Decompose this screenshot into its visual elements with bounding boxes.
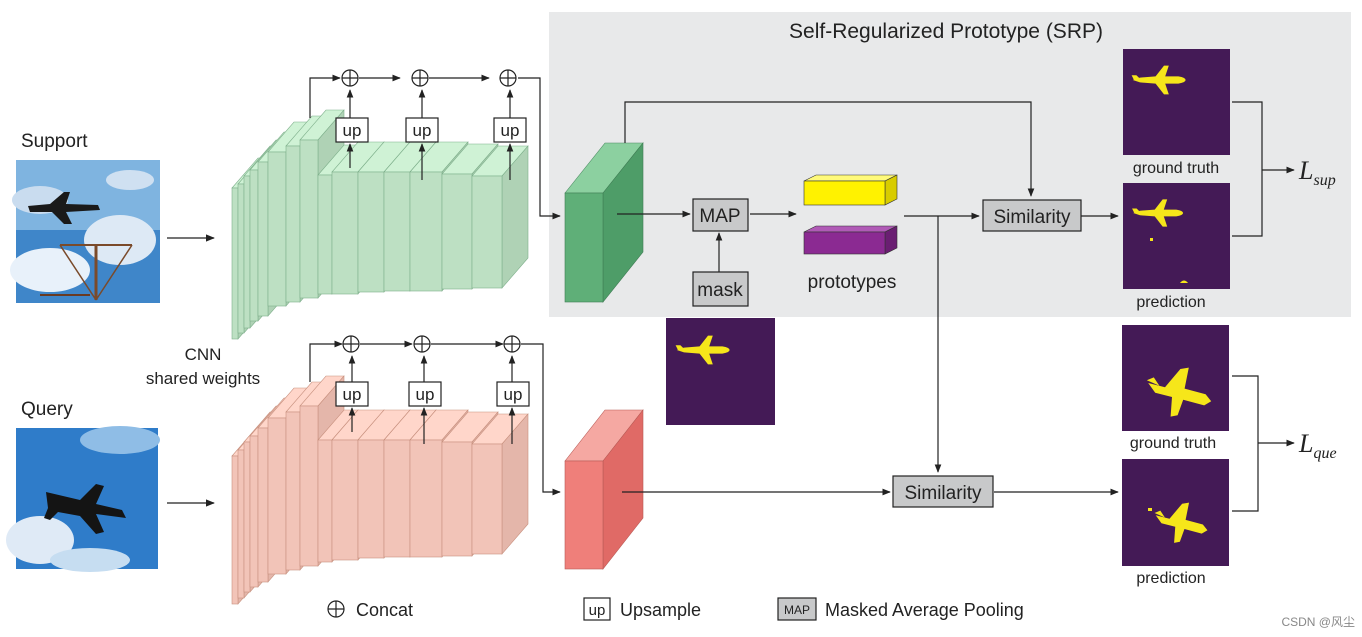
prototype-purple bbox=[803, 225, 898, 255]
up-box-label: up bbox=[416, 385, 435, 404]
prototypes-label: prototypes bbox=[808, 272, 897, 293]
support-prediction-image bbox=[1123, 183, 1230, 289]
encoder-layer bbox=[267, 417, 287, 575]
encoder-layer bbox=[441, 441, 473, 557]
support-up-boxes: up up up bbox=[335, 117, 527, 143]
encoder-layer bbox=[285, 145, 301, 303]
loss-sup-bracket bbox=[1232, 101, 1295, 237]
encoder-layer bbox=[249, 169, 259, 322]
loss-sup-label: Lsup bbox=[1298, 156, 1336, 189]
support-mask-image bbox=[666, 318, 775, 425]
encoder-layer bbox=[357, 171, 385, 293]
support-label: Support bbox=[21, 131, 88, 152]
legend-up-box: up bbox=[589, 602, 606, 619]
cnn-label: CNN bbox=[185, 345, 222, 364]
encoder-layer bbox=[267, 151, 287, 307]
map-label: MAP bbox=[699, 206, 740, 227]
legend-concat-label: Concat bbox=[356, 600, 413, 620]
support-ground-truth-label: ground truth bbox=[1133, 160, 1219, 177]
encoder-layer bbox=[409, 171, 443, 292]
srp-connections bbox=[617, 101, 1119, 496]
encoder-layer bbox=[257, 161, 269, 317]
encoder-layer bbox=[285, 411, 301, 571]
support-ground-truth-image bbox=[1123, 49, 1230, 155]
encoder-layer bbox=[243, 441, 251, 593]
encoder-layer bbox=[357, 439, 385, 559]
encoder-layer bbox=[257, 427, 269, 583]
similarity-box-support bbox=[982, 199, 1082, 232]
query-prediction-label: prediction bbox=[1136, 570, 1205, 587]
loss-que-label: Lque bbox=[1298, 429, 1337, 462]
encoder-layer bbox=[383, 171, 411, 292]
encoder-layer bbox=[441, 173, 473, 290]
support-prediction-label: prediction bbox=[1136, 294, 1205, 311]
encoder-layer bbox=[317, 174, 333, 295]
encoder-layer bbox=[237, 449, 245, 599]
encoder-layer bbox=[231, 187, 239, 340]
encoder-layer bbox=[409, 439, 443, 558]
query-image bbox=[6, 426, 160, 572]
up-box-label: up bbox=[343, 121, 362, 140]
support-feature-map bbox=[564, 142, 644, 303]
support-image bbox=[10, 160, 160, 303]
similarity-label: Similarity bbox=[904, 483, 982, 504]
srp-title: Self-Regularized Prototype (SRP) bbox=[789, 20, 1103, 43]
support-encoder bbox=[231, 109, 529, 340]
legend-upsample-label: Upsample bbox=[620, 600, 701, 620]
encoder-layer bbox=[243, 175, 251, 329]
encoder-layer bbox=[249, 435, 259, 588]
support-concat-symbols bbox=[341, 69, 517, 87]
srp-region bbox=[549, 12, 1351, 317]
encoder-layer bbox=[471, 443, 503, 555]
up-box-label: up bbox=[343, 385, 362, 404]
similarity-box-query bbox=[892, 475, 994, 508]
watermark: CSDN @风尘 bbox=[1281, 615, 1355, 629]
mask-label: mask bbox=[697, 280, 743, 301]
query-concat-symbols bbox=[342, 335, 521, 353]
query-up-boxes: up up up bbox=[335, 381, 530, 407]
mask-box bbox=[692, 271, 749, 307]
query-ground-truth-label: ground truth bbox=[1130, 435, 1216, 452]
query-encoder bbox=[231, 375, 529, 605]
up-box-label: up bbox=[504, 385, 523, 404]
encoder-layer bbox=[317, 439, 333, 563]
shared-weights-label: shared weights bbox=[146, 369, 260, 388]
query-ground-truth-image bbox=[1122, 325, 1229, 431]
map-box bbox=[692, 198, 749, 232]
encoder-layer bbox=[471, 175, 503, 289]
legend-map-label: Masked Average Pooling bbox=[825, 600, 1024, 620]
encoder-layer bbox=[237, 183, 245, 334]
legend: Concat up Upsample MAP Masked Average Po… bbox=[327, 597, 1024, 621]
support-concat-path bbox=[309, 74, 561, 220]
similarity-label: Similarity bbox=[993, 207, 1071, 228]
encoder-layer bbox=[299, 139, 319, 299]
encoder-layer bbox=[331, 439, 359, 561]
prototype-yellow bbox=[803, 174, 898, 206]
up-box-label: up bbox=[413, 121, 432, 140]
loss-que-bracket bbox=[1232, 375, 1295, 512]
encoder-layer bbox=[231, 455, 239, 605]
query-label: Query bbox=[21, 399, 73, 420]
query-concat-path bbox=[309, 340, 561, 496]
query-prediction-image bbox=[1122, 459, 1229, 566]
legend-map-box: MAP bbox=[784, 603, 810, 617]
encoder-layer bbox=[299, 405, 319, 567]
encoder-layer bbox=[331, 171, 359, 295]
encoder-layer bbox=[383, 439, 411, 558]
up-box-label: up bbox=[501, 121, 520, 140]
query-feature-map bbox=[564, 409, 644, 570]
